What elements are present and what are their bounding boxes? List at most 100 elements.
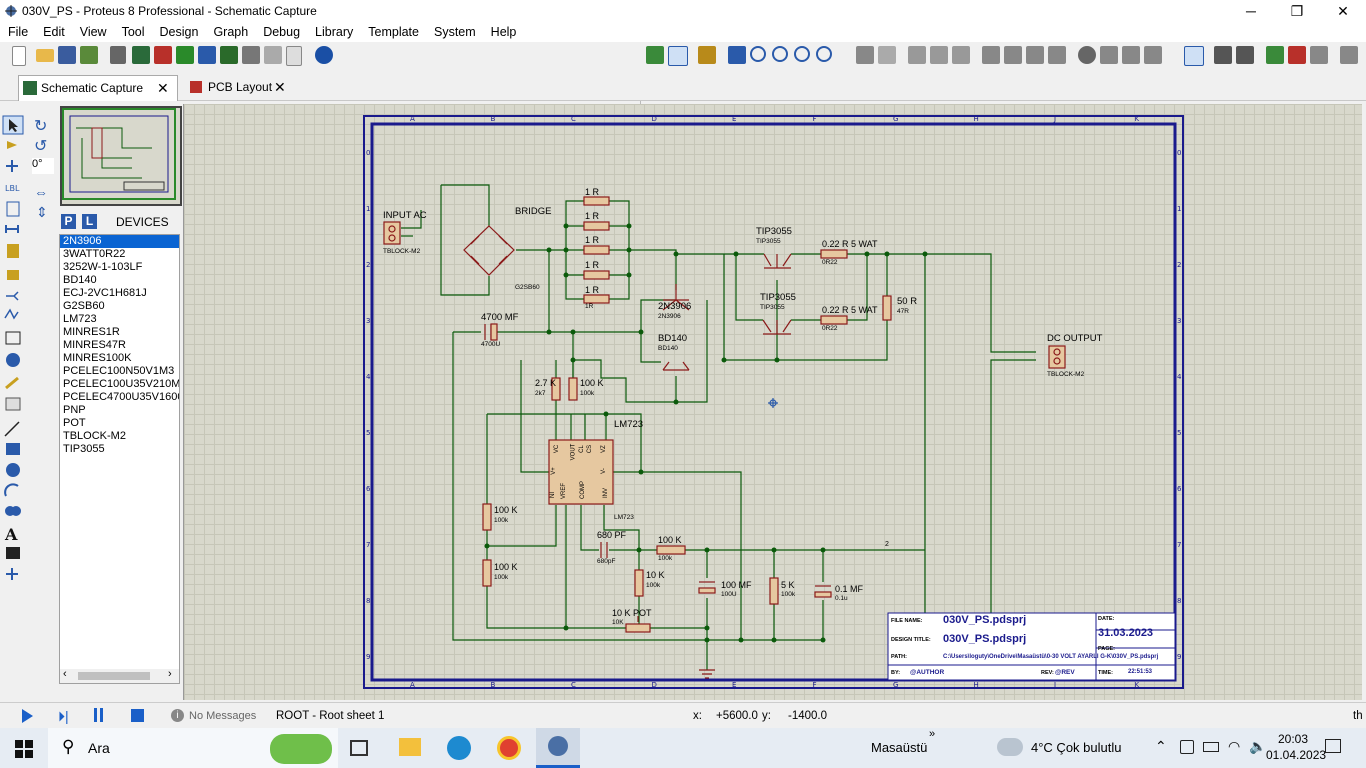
list-item[interactable]: MINRES47R bbox=[63, 339, 126, 351]
menu-library[interactable]: Library bbox=[315, 25, 354, 39]
schematic-icon[interactable] bbox=[132, 46, 150, 64]
block-rotate-icon[interactable] bbox=[1026, 46, 1044, 64]
horizontal-scrollbar[interactable]: ‹ › bbox=[60, 668, 179, 683]
volume-icon[interactable]: 🔈 bbox=[1249, 738, 1267, 754]
edge-icon[interactable] bbox=[447, 736, 471, 760]
mirror-x-icon[interactable]: ⇔ bbox=[34, 184, 48, 200]
pcb-icon[interactable] bbox=[154, 46, 172, 64]
list-item[interactable]: BD140 bbox=[63, 274, 97, 286]
menu-design[interactable]: Design bbox=[159, 25, 199, 39]
decompose-icon[interactable] bbox=[1144, 46, 1162, 64]
notification-icon[interactable] bbox=[1325, 739, 1341, 753]
save-icon[interactable] bbox=[58, 46, 76, 64]
menu-view[interactable]: View bbox=[79, 25, 107, 39]
exit-sheet-icon[interactable] bbox=[1310, 46, 1328, 64]
list-item[interactable]: G2SB60 bbox=[63, 300, 105, 312]
sheet-status[interactable]: ROOT - Root sheet 1 bbox=[276, 710, 385, 722]
cut-icon[interactable] bbox=[908, 46, 926, 64]
3d-icon[interactable] bbox=[198, 46, 216, 64]
messages-status[interactable]: No Messages bbox=[189, 710, 257, 722]
origin-icon[interactable] bbox=[698, 46, 716, 64]
pan-icon[interactable] bbox=[728, 46, 746, 64]
clock-date[interactable]: 01.04.2023 bbox=[1266, 748, 1327, 762]
wifi-icon[interactable]: ◠ bbox=[1228, 738, 1241, 754]
netlist-icon[interactable] bbox=[1340, 46, 1358, 64]
minimize-button[interactable]: ─ bbox=[1246, 3, 1256, 19]
rotate-cw-icon[interactable]: ↻ bbox=[34, 118, 48, 135]
bom-icon[interactable] bbox=[220, 46, 238, 64]
list-item[interactable]: TIP3055 bbox=[63, 443, 105, 455]
scroll-right-icon[interactable]: › bbox=[168, 668, 172, 680]
weather-icon[interactable] bbox=[997, 738, 1023, 756]
zoom-in-icon[interactable] bbox=[750, 46, 766, 62]
zoom-all-icon[interactable] bbox=[794, 46, 810, 62]
zoom-area-icon[interactable] bbox=[816, 46, 832, 62]
maximize-button[interactable]: ❐ bbox=[1290, 3, 1304, 19]
open-folder-icon[interactable] bbox=[36, 49, 54, 62]
refresh-icon[interactable] bbox=[646, 46, 664, 64]
packaging-icon[interactable] bbox=[1122, 46, 1140, 64]
zoom-out-icon[interactable] bbox=[772, 46, 788, 62]
scroll-thumb[interactable] bbox=[78, 672, 150, 680]
copy-icon[interactable] bbox=[930, 46, 948, 64]
play-icon[interactable] bbox=[22, 709, 33, 723]
list-item[interactable]: PNP bbox=[63, 404, 86, 416]
list-item[interactable]: MINRES100K bbox=[63, 352, 132, 364]
list-item[interactable]: POT bbox=[63, 417, 86, 429]
close-icon[interactable]: ✕ bbox=[274, 79, 286, 95]
network-icon[interactable] bbox=[1180, 740, 1194, 754]
menu-template[interactable]: Template bbox=[368, 25, 419, 39]
file-explorer-icon[interactable] bbox=[399, 738, 421, 756]
menu-file[interactable]: File bbox=[8, 25, 29, 39]
block-copy-icon[interactable] bbox=[982, 46, 1000, 64]
mode-tools-icon[interactable]: LBL A bbox=[0, 110, 28, 585]
remove-sheet-icon[interactable] bbox=[1288, 46, 1306, 64]
search-box[interactable]: ⚲ Ara bbox=[48, 728, 338, 768]
list-item[interactable]: PCELEC100U35V210M bbox=[63, 378, 179, 390]
overview-window[interactable] bbox=[60, 106, 182, 206]
help-icon[interactable] bbox=[315, 46, 333, 64]
menu-debug[interactable]: Debug bbox=[263, 25, 301, 39]
list-item[interactable]: 3252W-1-103LF bbox=[63, 261, 143, 273]
undo-icon[interactable] bbox=[856, 46, 874, 64]
rotate-ccw-icon[interactable]: ↺ bbox=[34, 138, 48, 155]
weather-text[interactable]: 4°C Çok bulutlu bbox=[1031, 740, 1122, 755]
search-tag-icon[interactable] bbox=[1214, 46, 1232, 64]
devices-list[interactable]: 2N3906 3WATT0R22 3252W-1-103LF BD140 ECJ… bbox=[59, 234, 180, 684]
source-icon[interactable] bbox=[264, 46, 282, 64]
list-item[interactable]: TBLOCK-M2 bbox=[63, 430, 126, 442]
list-item[interactable]: LM723 bbox=[63, 313, 97, 325]
scroll-left-icon[interactable]: ‹ bbox=[63, 668, 67, 680]
list-item[interactable]: PCELEC100N50V1M3 bbox=[63, 365, 175, 377]
list-item[interactable]: MINRES1R bbox=[63, 326, 120, 338]
menu-system[interactable]: System bbox=[433, 25, 476, 39]
close-icon[interactable]: ✕ bbox=[157, 80, 169, 96]
desktop-toolbar[interactable]: Masaüstü bbox=[871, 740, 928, 755]
home-icon[interactable] bbox=[110, 46, 126, 64]
chrome-icon[interactable] bbox=[497, 736, 521, 760]
menu-graph[interactable]: Graph bbox=[213, 25, 249, 39]
import-icon[interactable] bbox=[80, 46, 98, 64]
chevron-up-icon[interactable]: » bbox=[929, 728, 936, 740]
proteus-taskbar-icon[interactable] bbox=[536, 728, 580, 768]
list-item[interactable]: PCELEC4700U35V1600 bbox=[63, 391, 179, 403]
block-delete-icon[interactable] bbox=[1048, 46, 1066, 64]
tray-chevron-icon[interactable]: ⌃ bbox=[1155, 738, 1167, 754]
task-view-icon[interactable] bbox=[350, 740, 368, 756]
list-item[interactable]: 2N3906 bbox=[60, 235, 179, 248]
gerber-icon[interactable] bbox=[176, 46, 194, 64]
notes-icon[interactable] bbox=[286, 46, 302, 66]
pick-devices-button[interactable]: P bbox=[61, 214, 76, 229]
step-icon[interactable]: ⏵| bbox=[58, 708, 69, 724]
menu-tool[interactable]: Tool bbox=[121, 25, 145, 39]
new-file-icon[interactable] bbox=[12, 46, 26, 66]
tab-pcb-layout[interactable]: PCB Layout ✕ bbox=[184, 75, 294, 100]
windows-start-icon[interactable] bbox=[15, 740, 33, 758]
mirror-y-icon[interactable]: ⇕ bbox=[36, 204, 48, 220]
stop-icon[interactable] bbox=[131, 709, 144, 722]
wire-autorouter-icon[interactable] bbox=[1184, 46, 1204, 66]
library-manager-button[interactable]: L bbox=[82, 214, 97, 229]
list-item[interactable]: ECJ-2VC1H681J bbox=[63, 287, 147, 299]
